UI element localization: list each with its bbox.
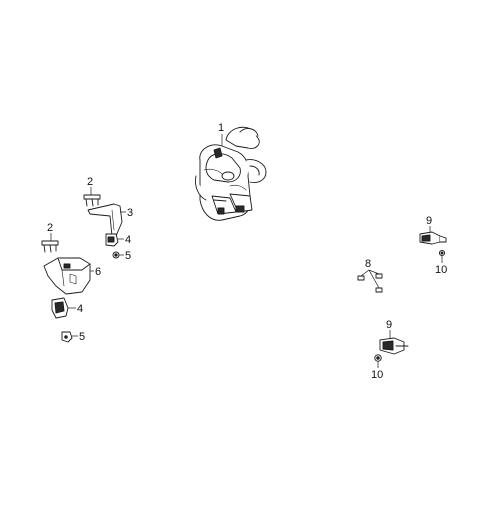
callout-5-upper: 5 bbox=[125, 250, 131, 262]
callout-3: 3 bbox=[127, 207, 133, 219]
callout-9-upper: 9 bbox=[426, 215, 432, 227]
callout-1: 1 bbox=[218, 122, 224, 134]
part-2-clip-lower bbox=[41, 240, 59, 253]
callout-10-lower: 10 bbox=[371, 369, 383, 381]
leader-lines bbox=[50, 134, 443, 368]
part-4-connector-lower bbox=[51, 297, 69, 319]
callout-4-lower: 4 bbox=[77, 303, 83, 315]
callout-2-lower: 2 bbox=[47, 222, 53, 234]
part-10-nut-lower bbox=[374, 354, 382, 362]
part-2-clip-upper bbox=[83, 194, 101, 207]
callout-2-upper: 2 bbox=[87, 176, 93, 188]
callout-5-lower: 5 bbox=[79, 331, 85, 343]
part-1-clockspring-module bbox=[195, 126, 267, 221]
part-5-nut-upper bbox=[112, 251, 120, 259]
part-8-clips bbox=[357, 273, 383, 293]
callout-6: 6 bbox=[95, 266, 101, 278]
part-9-sensor-upper bbox=[419, 231, 447, 245]
callout-8: 8 bbox=[365, 258, 371, 270]
callout-9-lower: 9 bbox=[386, 319, 392, 331]
callout-10-upper: 10 bbox=[435, 264, 447, 276]
part-9-sensor-lower bbox=[379, 337, 409, 355]
leader-8b bbox=[368, 269, 380, 289]
part-4-connector-upper bbox=[105, 233, 119, 247]
part-5-nut-lower bbox=[61, 331, 73, 343]
part-6-shroud bbox=[43, 257, 91, 295]
part-10-nut-upper bbox=[438, 249, 446, 257]
callout-4-upper: 4 bbox=[125, 234, 131, 246]
part-3-bracket bbox=[87, 203, 123, 237]
